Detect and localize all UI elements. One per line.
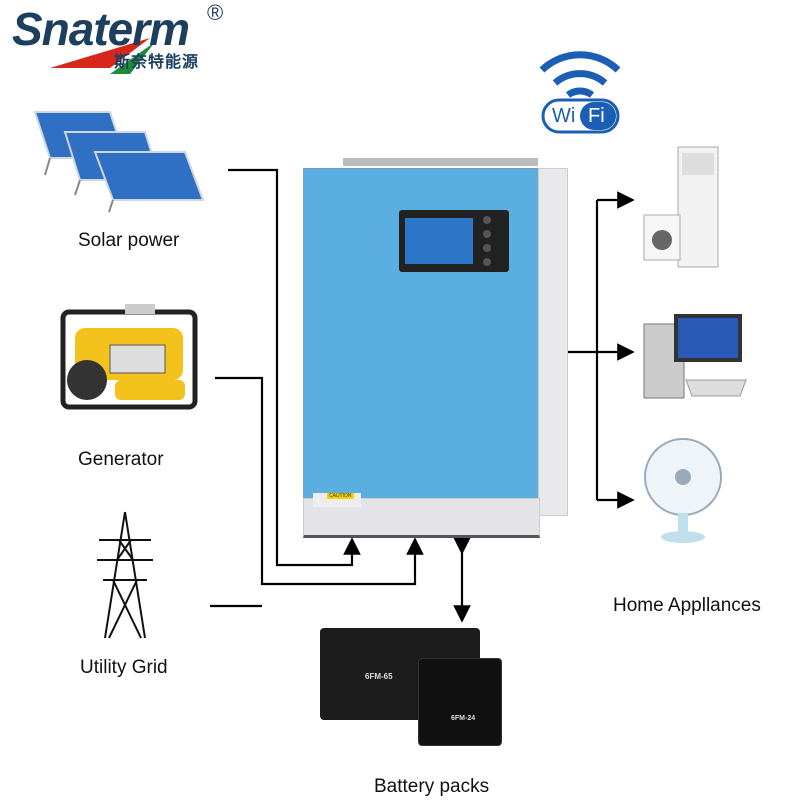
logo-brand-text: Snaterm [12, 3, 190, 55]
logo-chinese-text: 斯奈特能源 [114, 54, 200, 71]
solar-panels-image [33, 111, 205, 213]
utility-tower-icon [97, 511, 153, 639]
generator-line [215, 376, 424, 586]
battery-packs-label: Battery packs [374, 776, 490, 797]
battery-large-model: 6FM-65 [365, 672, 393, 681]
inverter-display-panel [399, 210, 509, 272]
battery-small: 6FM-24 [418, 658, 502, 746]
inverter-unit [303, 158, 568, 538]
wifi-badge: Wi Fi [530, 28, 630, 138]
generator-image [60, 304, 198, 410]
solar-power-label: Solar power [78, 230, 180, 251]
lcd-screen [405, 218, 473, 264]
generator-label: Generator [78, 449, 164, 470]
caution-text: CAUTION [327, 493, 354, 499]
registered-mark: ® [207, 0, 224, 25]
fan-image [644, 438, 722, 543]
battery-small-model: 6FM-24 [451, 715, 476, 722]
logo-swoosh [50, 38, 155, 74]
wifi-icon [539, 51, 621, 134]
caution-label: CAUTION [313, 493, 361, 507]
computer-image [643, 314, 747, 399]
home-appliances-label: Home Appllances [613, 595, 761, 616]
utility-grid-label: Utility Grid [80, 657, 168, 678]
solar-line [228, 168, 361, 567]
air-conditioner-washer-image [643, 146, 719, 268]
wifi-fi-text: Fi [588, 105, 605, 127]
wifi-wi-text: Wi [552, 105, 576, 127]
